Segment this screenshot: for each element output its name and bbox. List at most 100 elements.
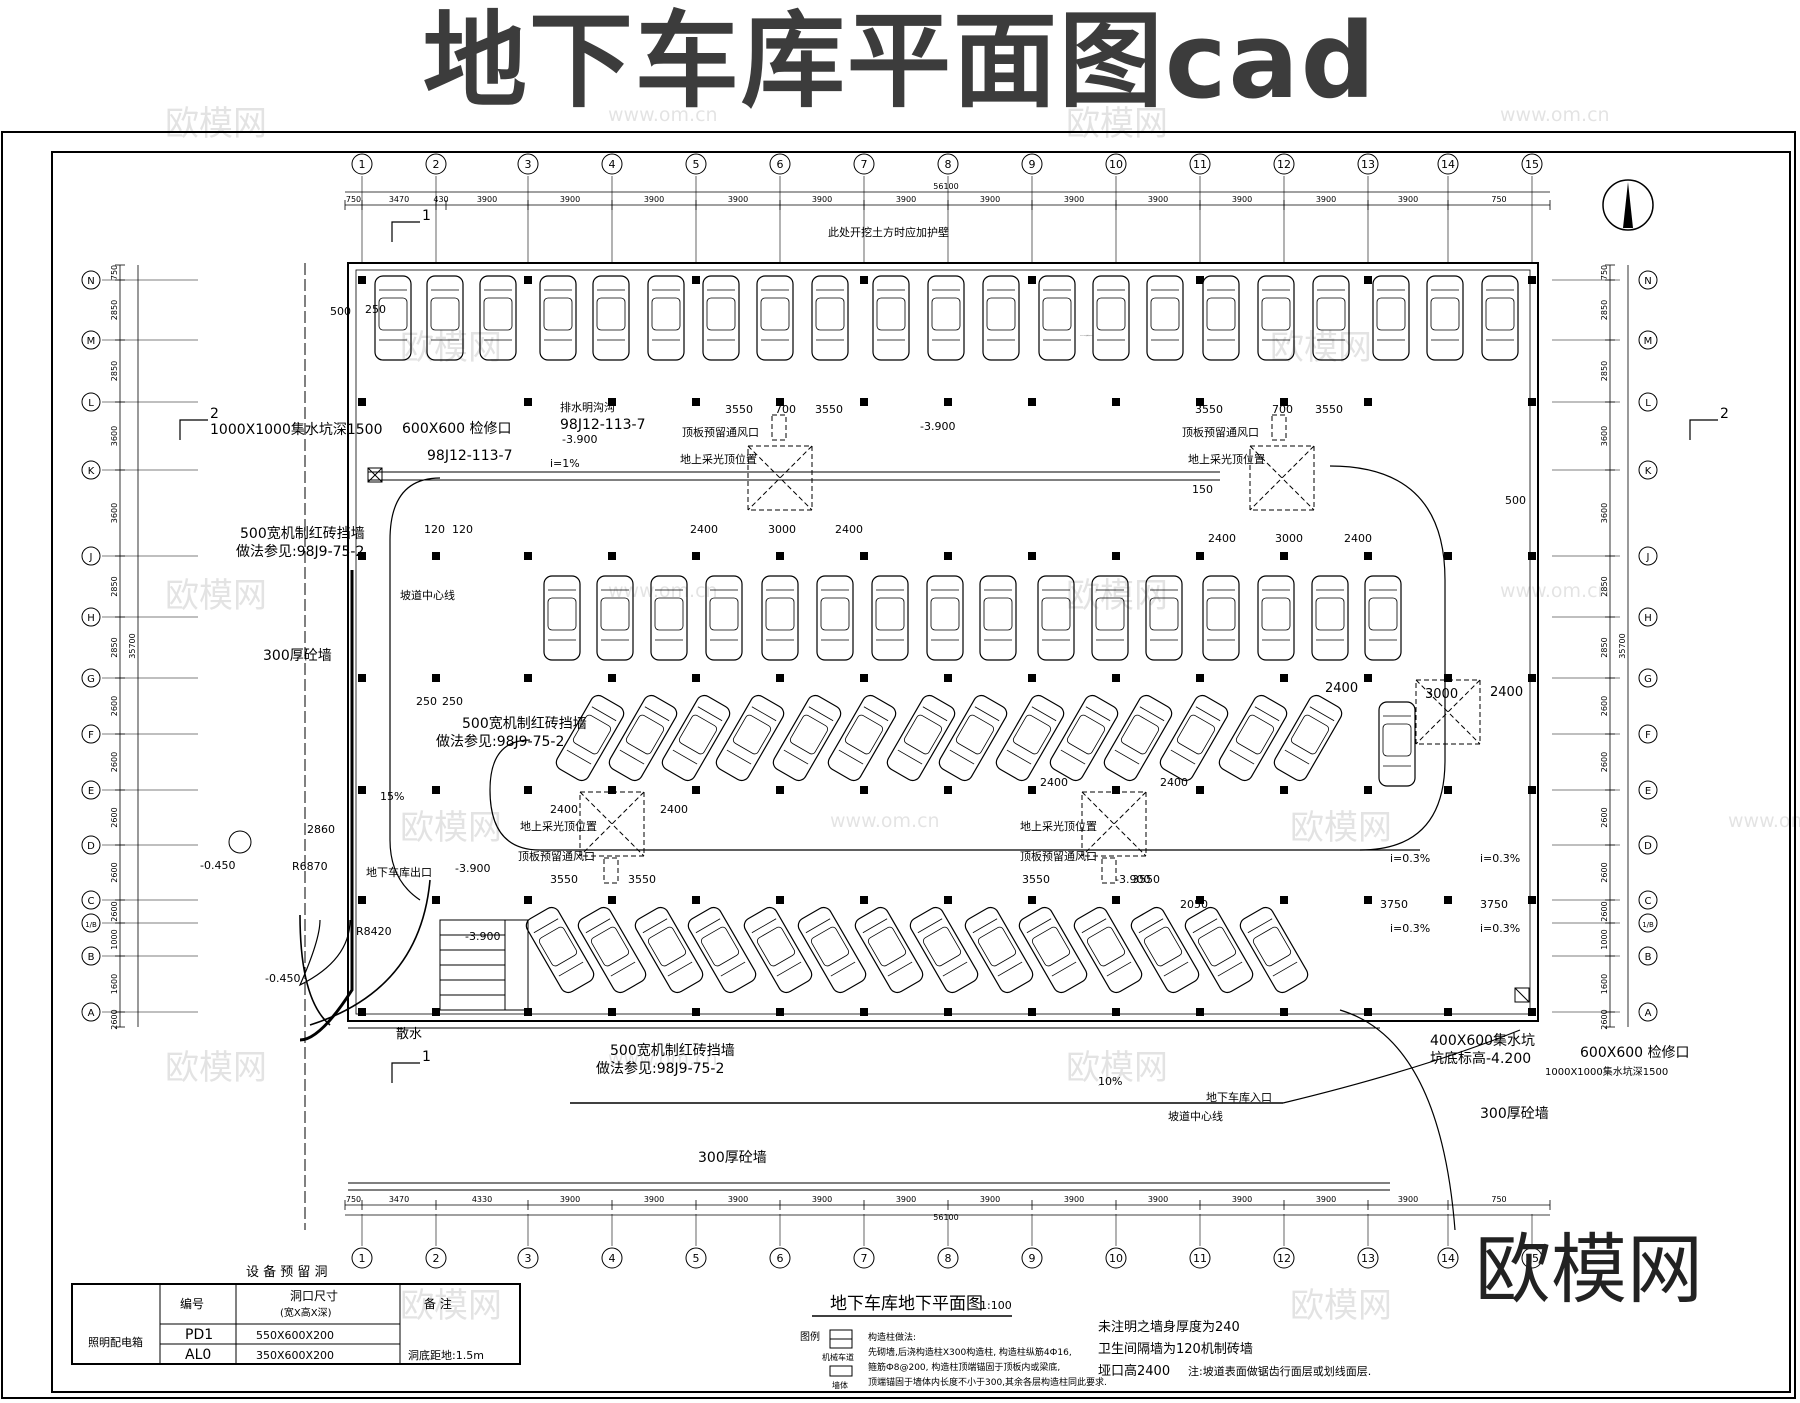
- parking-car: [525, 906, 595, 994]
- north-arrow-icon: [1602, 179, 1654, 231]
- svg-text:3550: 3550: [725, 403, 753, 416]
- hatch-box: [367, 467, 383, 483]
- car-trunk: [672, 749, 698, 765]
- car-body: [1130, 906, 1200, 994]
- parking-car: [1202, 575, 1240, 661]
- svg-text:顶端锚固于墙体内长度不小于300,其余各层构造柱同此要求.: 顶端锚固于墙体内长度不小于300,其余各层构造柱同此要求.: [868, 1376, 1107, 1388]
- parking-car: [1159, 694, 1229, 782]
- car-body: [1481, 275, 1519, 361]
- car-cabin: [1095, 597, 1125, 631]
- dim-value: 1000: [110, 929, 119, 949]
- car-body: [854, 906, 924, 994]
- svg-text:地上采光顶位置: 地上采光顶位置: [1188, 452, 1265, 466]
- dim-value: 3900: [477, 195, 497, 204]
- column: [608, 552, 616, 560]
- svg-text:-3.900: -3.900: [455, 862, 490, 875]
- car-cabin: [1086, 926, 1126, 967]
- car-cabin: [844, 714, 884, 755]
- svg-text:地下车库入口: 地下车库入口: [1206, 1090, 1272, 1104]
- car-cabin: [700, 926, 740, 967]
- svg-text:顶板预留通风口: 顶板预留通风口: [682, 425, 759, 439]
- car-cabin: [1382, 723, 1412, 757]
- column: [1364, 896, 1372, 904]
- svg-text:3750: 3750: [1480, 898, 1508, 911]
- svg-text:10%: 10%: [1098, 1075, 1122, 1088]
- svg-text:500宽机制红砖挡墙: 500宽机制红砖挡墙: [462, 715, 587, 732]
- dim-total-value: 56100: [933, 182, 958, 191]
- dim-value: 3900: [980, 1195, 1000, 1204]
- car-cabin: [1261, 597, 1291, 631]
- drain-ditch: [299, 263, 1390, 1230]
- car-body: [1426, 275, 1464, 361]
- axis-bubble: [81, 835, 101, 855]
- column: [608, 398, 616, 406]
- parking-car: [715, 694, 785, 782]
- svg-text:3550: 3550: [1132, 873, 1160, 886]
- column: [1028, 1008, 1036, 1016]
- parking-car: [1130, 906, 1200, 994]
- car-hood: [1139, 706, 1165, 722]
- car-body: [995, 694, 1065, 782]
- car-trunk: [838, 749, 864, 765]
- car-trunk: [942, 961, 968, 977]
- car-trunk: [949, 749, 975, 765]
- axis-label: 4: [609, 158, 616, 171]
- svg-text:1000X1000集水坑深1500: 1000X1000集水坑深1500: [210, 421, 382, 438]
- svg-text:2400: 2400: [1040, 776, 1068, 789]
- svg-text:墙体: 墙体: [832, 1380, 848, 1390]
- axis-bubble: [81, 607, 101, 627]
- column: [776, 896, 784, 904]
- axis-bubble: [425, 153, 447, 175]
- dim-value: 3900: [728, 195, 748, 204]
- parking-car: [1378, 701, 1416, 787]
- axis-label: 11: [1193, 1252, 1207, 1265]
- dim-value: 750: [110, 265, 119, 280]
- svg-text:卫生间隔墙为120机制砖墙: 卫生间隔墙为120机制砖墙: [1098, 1342, 1253, 1357]
- column: [860, 398, 868, 406]
- svg-text:700: 700: [775, 403, 796, 416]
- axis-label: A: [1645, 1008, 1652, 1019]
- axis-label: G: [87, 674, 95, 685]
- svg-text:注:坡道表面做锯齿行面层或划线面层.: 注:坡道表面做锯齿行面层或划线面层.: [1188, 1364, 1371, 1378]
- axis-label: 4: [609, 1252, 616, 1265]
- axis-label: 9: [1029, 158, 1036, 171]
- axis-bubble: [1273, 153, 1295, 175]
- column: [1112, 552, 1120, 560]
- car-body: [687, 906, 757, 994]
- car-hood: [1254, 706, 1280, 722]
- svg-text:1000X1000集水坑深1500: 1000X1000集水坑深1500: [1545, 1065, 1668, 1078]
- dim-value: 3900: [1148, 1195, 1168, 1204]
- car-body: [938, 694, 1008, 782]
- car-hood: [1309, 706, 1335, 722]
- column: [692, 398, 700, 406]
- axis-label: 10: [1109, 1252, 1123, 1265]
- svg-text:PD1: PD1: [185, 1327, 213, 1343]
- svg-text:2400: 2400: [1325, 681, 1358, 696]
- car-cabin: [977, 926, 1017, 967]
- stair: [439, 919, 529, 1011]
- column: [1280, 1008, 1288, 1016]
- car-cabin: [1066, 714, 1106, 755]
- parking-car: [634, 906, 704, 994]
- parking-spaces: [374, 275, 1519, 994]
- column: [358, 674, 366, 682]
- dim-value: 2850: [1600, 637, 1609, 657]
- svg-text:3000: 3000: [768, 523, 796, 536]
- axis-label: H: [87, 613, 95, 624]
- car-cabin: [903, 714, 943, 755]
- car-cabin: [820, 597, 850, 631]
- svg-text:600X600 检修口: 600X600 检修口: [402, 421, 511, 437]
- parking-car: [1103, 694, 1173, 782]
- dim-value: 3900: [1064, 1195, 1084, 1204]
- svg-text:150: 150: [1192, 483, 1213, 496]
- column: [1528, 398, 1536, 406]
- axis-label: 10: [1109, 158, 1123, 171]
- section-line: [391, 1062, 420, 1083]
- axis-label: B: [1645, 952, 1652, 963]
- dim-value: 3600: [110, 503, 119, 523]
- svg-text:排水明沟沟: 排水明沟沟: [560, 400, 615, 414]
- axis-bubble: [1437, 153, 1459, 175]
- column: [1112, 398, 1120, 406]
- dim-value: 1600: [110, 974, 119, 994]
- column: [1196, 398, 1204, 406]
